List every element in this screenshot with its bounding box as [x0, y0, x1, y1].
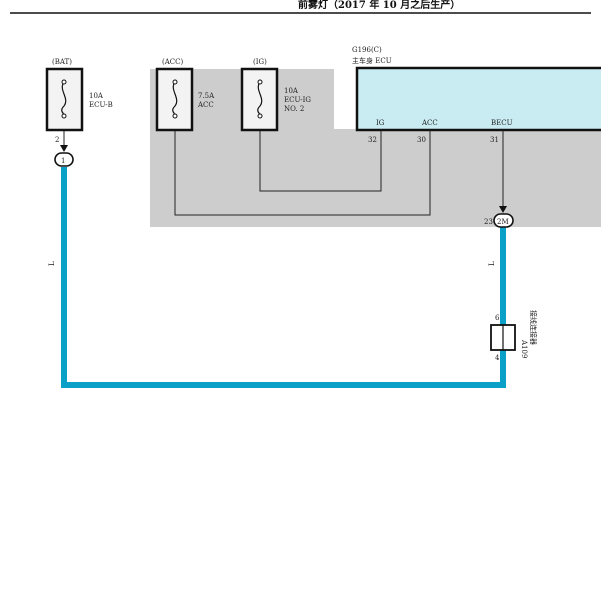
fuse-acc	[155, 67, 194, 132]
connector-right	[493, 213, 514, 228]
fuse-ig-source: (IG)	[253, 58, 267, 66]
arrow-left-connector	[60, 145, 68, 152]
connector-right-pin: 23	[484, 218, 493, 226]
ecu-pin-number-acc: 30	[417, 136, 426, 144]
fuse-acc-source: (ACC)	[162, 58, 183, 66]
junction-pin-bottom: 4	[495, 354, 500, 362]
ecu-pin-label-acc: ACC	[421, 119, 438, 127]
fuse-ig-name: ECU-IG	[284, 96, 311, 104]
ecu-pin-label-ig: IG	[376, 119, 385, 127]
fuse-bat-source: (BAT)	[52, 58, 72, 66]
fuse-acc-amp: 7.5A	[198, 92, 215, 100]
ecu-name: 主车身 ECU	[352, 56, 392, 65]
fuse-ecu-ig-no2	[240, 67, 279, 132]
fuse-bat-amp: 10A	[89, 92, 104, 100]
ecu-pin-label-becu: BECU	[491, 119, 513, 127]
connector-left	[54, 152, 74, 167]
wire-color-left: L	[48, 261, 56, 266]
main-body-ecu-box	[355, 66, 601, 132]
junction-pin-top: 6	[495, 314, 500, 322]
main-wire-blue	[61, 167, 506, 388]
fuse-ig-name-2: NO. 2	[284, 105, 304, 113]
fuse-ig-amp: 10A	[284, 87, 299, 95]
ecu-pin-number-becu: 31	[490, 136, 499, 144]
fuse-bat-name: ECU-B	[89, 101, 113, 109]
connector-right-code: 2M	[497, 218, 509, 226]
ecu-code: G196(C)	[352, 46, 382, 54]
wire-ig	[259, 130, 382, 192]
page-title: 前雾灯（2017 年 10 月之后生产）	[298, 0, 460, 11]
fuse-acc-name: ACC	[197, 101, 214, 109]
junction-name: 接线连接器	[529, 310, 538, 345]
fuse-ecu-b	[45, 67, 84, 132]
wire-acc	[174, 130, 431, 216]
ecu-pin-number-ig: 32	[368, 136, 377, 144]
connector-left-pin: 1	[61, 157, 65, 165]
arrow-right-connector	[499, 206, 507, 213]
junction-code: A109	[520, 339, 528, 358]
fuse-bat-out-pin: 2	[55, 136, 59, 144]
wire-color-right: L	[488, 261, 496, 266]
